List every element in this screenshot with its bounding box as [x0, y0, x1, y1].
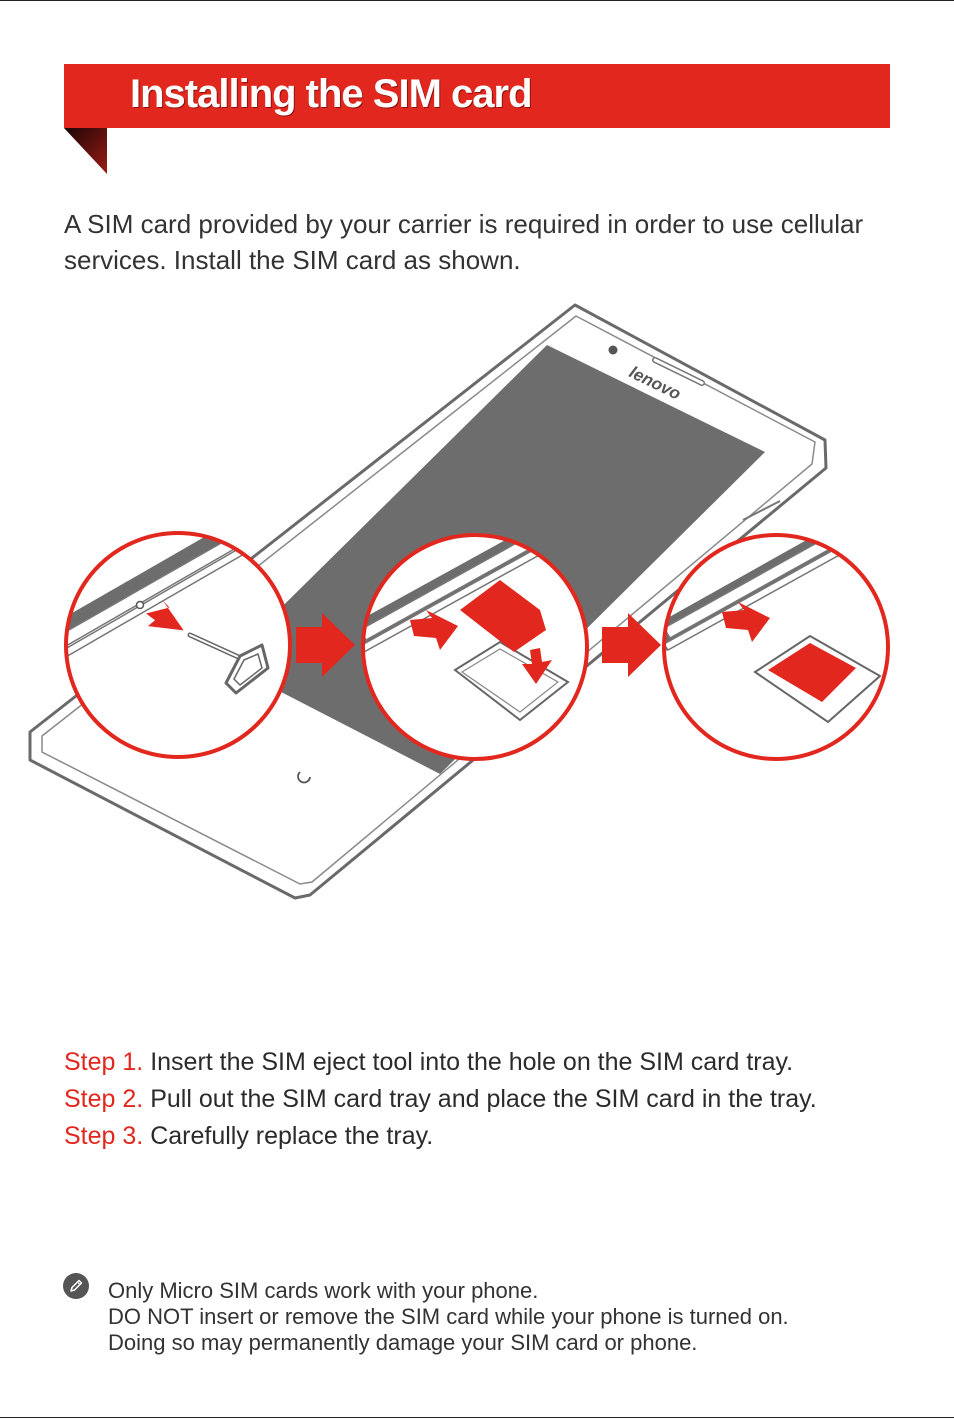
step-text: Insert the SIM eject tool into the hole … — [150, 1048, 794, 1076]
next-arrow-icon — [296, 613, 355, 677]
step1-detail — [64, 531, 292, 759]
pencil-icon — [63, 1273, 89, 1299]
note-line: Only Micro SIM cards work with your phon… — [108, 1278, 539, 1303]
sim-card — [460, 580, 546, 652]
step-label: Step 1. — [64, 1048, 144, 1076]
steps-list: Step 1. Insert the SIM eject tool into t… — [64, 1044, 924, 1155]
step3-detail — [662, 533, 890, 761]
back-key-icon — [297, 771, 311, 784]
step-text: Carefully replace the tray. — [150, 1122, 434, 1150]
camera-icon — [608, 345, 618, 355]
sim-install-illustration: lenovo — [28, 303, 890, 900]
step-2: Step 2. Pull out the SIM card tray and p… — [64, 1081, 924, 1118]
step-label: Step 3. — [64, 1122, 144, 1150]
step-label: Step 2. — [64, 1085, 144, 1113]
title-banner: Installing the SIM card — [64, 64, 890, 128]
top-rule — [0, 0, 954, 1]
next-arrow-icon — [602, 613, 661, 677]
page-title: Installing the SIM card — [130, 72, 533, 116]
step-3: Step 3. Carefully replace the tray. — [64, 1118, 924, 1155]
banner-fold — [64, 128, 107, 174]
note-line: Doing so may permanently damage your SIM… — [108, 1330, 698, 1355]
step-1: Step 1. Insert the SIM eject tool into t… — [64, 1044, 924, 1081]
bottom-rule — [0, 1417, 954, 1418]
intro-text: A SIM card provided by your carrier is r… — [64, 209, 864, 275]
step-text: Pull out the SIM card tray and place the… — [150, 1085, 817, 1113]
sim-card — [768, 643, 856, 702]
sim-tray — [453, 640, 570, 722]
note-line: DO NOT insert or remove the SIM card whi… — [108, 1304, 789, 1329]
